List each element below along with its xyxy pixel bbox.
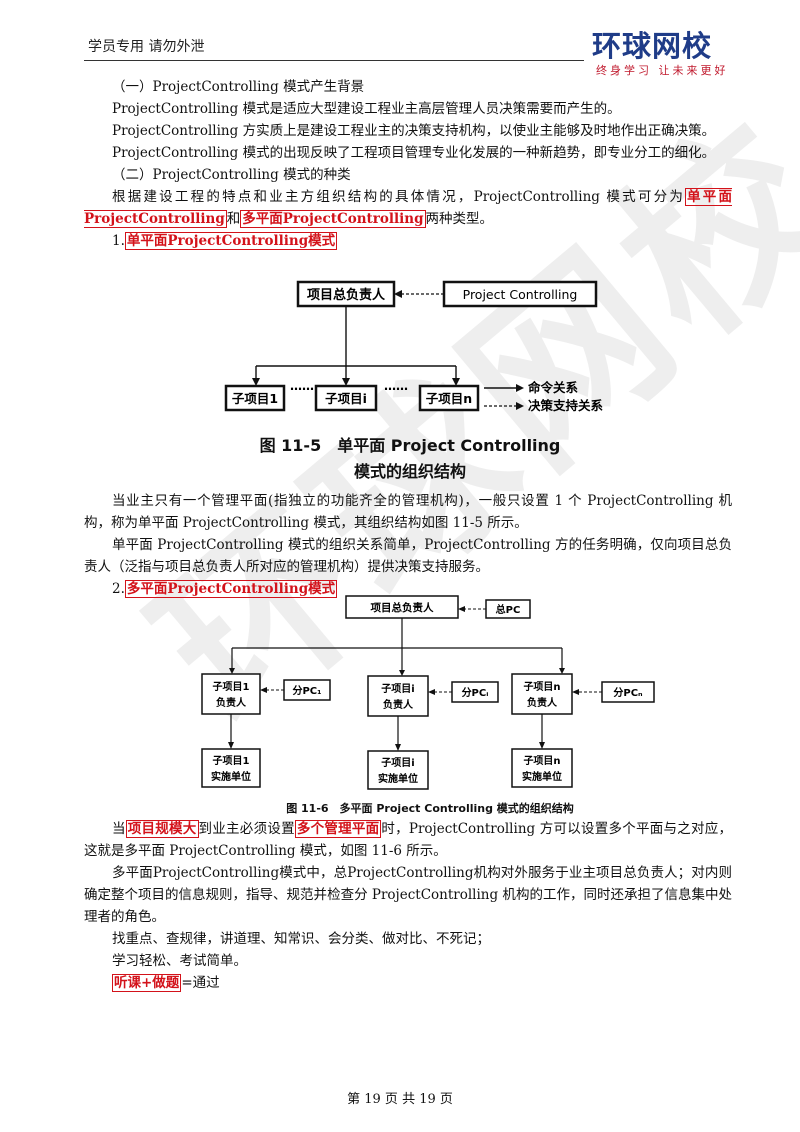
text: 根据建设工程的特点和业主方组织结构的具体情况，ProjectControllin… xyxy=(112,189,686,205)
unit-1-label: 实施单位 xyxy=(211,770,251,783)
paragraph: 多平面ProjectControlling模式中，总ProjectControl… xyxy=(84,865,732,925)
section-1-title: （一）ProjectControlling 模式产生背景 xyxy=(112,79,365,95)
figure-11-5-caption-1: 图 11-5 单平面 Project Controlling xyxy=(259,436,561,455)
sub-manager-i-label: 子项目i xyxy=(381,683,414,695)
top-box-label: 项目总负责人 xyxy=(307,287,386,303)
unit-n-box xyxy=(511,748,573,788)
item-number: 1. xyxy=(112,233,125,249)
sub-box-1-label: 子项目1 xyxy=(232,391,278,406)
paragraph: ProjectControlling 方实质上是建设工程业主的决策支持机构，以使… xyxy=(112,123,716,139)
header-divider xyxy=(84,60,584,61)
unit-n-label: 实施单位 xyxy=(522,770,562,783)
sub-manager-1-label: 负责人 xyxy=(216,696,247,709)
legend-command: 命令关系 xyxy=(527,380,579,395)
highlight-large-scale: 项目规模大 xyxy=(125,820,199,838)
paragraph-multi-plane: 当项目规模大到业主必须设置多个管理平面时，ProjectControlling … xyxy=(84,818,732,862)
unit-i-box xyxy=(367,750,429,790)
item-2-title: 多平面ProjectControlling模式 xyxy=(124,580,338,598)
ellipsis: …… xyxy=(384,379,408,393)
section-multi-plane: 当项目规模大到业主必须设置多个管理平面时，ProjectControlling … xyxy=(84,818,732,994)
sub-manager-1-box xyxy=(201,673,261,715)
total-pc-label: 总PC xyxy=(496,603,521,616)
text: =通过 xyxy=(181,975,220,991)
page-number: 第 19 页 共 19 页 xyxy=(347,1092,453,1107)
item-number: 2. xyxy=(112,581,125,597)
brand-logo: 环球网校 终身学习 让未来更好 xyxy=(592,30,742,78)
paragraph: 单平面 ProjectControlling 模式的组织关系简单，Project… xyxy=(84,537,732,575)
sub-box-i-label: 子项目i xyxy=(325,391,367,406)
sub-manager-n-label: 负责人 xyxy=(527,696,558,709)
unit-i-label: 子项目i xyxy=(381,757,414,769)
sub-box-i xyxy=(314,384,378,412)
sub-box-n-label: 子项目n xyxy=(426,391,472,406)
item-1-heading: 1.单平面ProjectControlling模式 xyxy=(84,230,732,252)
sub-manager-n-box xyxy=(511,673,573,715)
logo-title: 环球网校 xyxy=(592,29,713,63)
highlight-single-plane: 单平面ProjectControlling xyxy=(84,188,732,228)
pc-box-label: Project Controlling xyxy=(463,287,578,302)
pc-n-label: 分PCₙ xyxy=(613,686,643,699)
sub-manager-i-box xyxy=(367,675,429,717)
text: 到业主必须设置 xyxy=(198,821,295,837)
pc-1-label: 分PC₁ xyxy=(292,684,321,697)
unit-1-box xyxy=(201,748,261,788)
ellipsis: …… xyxy=(290,379,314,393)
unit-i-label: 实施单位 xyxy=(378,772,418,785)
figure-11-5-caption-2: 模式的组织结构 xyxy=(353,462,466,481)
sub-manager-i-label: 负责人 xyxy=(383,698,414,711)
item-1-title: 单平面ProjectControlling模式 xyxy=(124,232,338,250)
section-1: （一）ProjectControlling 模式产生背景 ProjectCont… xyxy=(84,76,732,252)
figure-11-6-diagram: 项目总负责人 总PC 子项目1 负责人 分PC₁ 子项目i 负责人 分PCᵢ 子… xyxy=(201,595,655,790)
highlight-multiple-planes: 多个管理平面 xyxy=(294,820,382,838)
header-text: 学员专用 请勿外泄 xyxy=(88,39,205,55)
figure-11-6-caption: 图 11-6 多平面 Project Controlling 模式的组织结构 xyxy=(286,802,574,815)
text: 时，ProjectControlling 方可以设置多个平面与之对应，这就是多平… xyxy=(84,821,733,859)
section-2-title: （二）ProjectControlling 模式的种类 xyxy=(112,167,351,183)
logo-slogan: 终身学习 让未来更好 xyxy=(596,64,729,77)
study-tip: 学习轻松、考试简单。 xyxy=(112,953,247,969)
figure-11-5-diagram: 项目总负责人 Project Controlling 子项目1 …… 子项目i … xyxy=(224,280,604,413)
unit-n-label: 子项目n xyxy=(523,755,560,767)
paragraph: 当业主只有一个管理平面(指独立的功能齐全的管理机构)，一般只设置 1 个 Pro… xyxy=(84,493,732,531)
legend-decision: 决策支持关系 xyxy=(528,398,604,413)
item-2-heading: 2.多平面ProjectControlling模式 xyxy=(84,578,732,600)
sub-manager-n-label: 子项目n xyxy=(523,681,560,693)
arrow-head xyxy=(394,290,402,298)
paragraph: ProjectControlling 模式是适应大型建设工程业主高层管理人员决策… xyxy=(112,101,621,117)
unit-1-label: 子项目1 xyxy=(213,755,250,767)
highlight-multi-plane: 多平面ProjectControlling xyxy=(240,210,426,228)
section-single-plane: 当业主只有一个管理平面(指独立的功能齐全的管理机构)，一般只设置 1 个 Pro… xyxy=(84,490,732,600)
text: 两种类型。 xyxy=(425,211,494,227)
pc-i-label: 分PCᵢ xyxy=(462,686,489,699)
sub-manager-1-label: 子项目1 xyxy=(213,681,250,693)
highlight-motto: 听课+做题 xyxy=(112,974,182,992)
text: 当 xyxy=(112,821,126,837)
paragraph-types: 根据建设工程的特点和业主方组织结构的具体情况，ProjectControllin… xyxy=(84,186,732,230)
top-box-label: 项目总负责人 xyxy=(371,601,434,614)
sub-box-n xyxy=(418,384,480,412)
sub-box-1 xyxy=(224,384,286,412)
study-tip: 找重点、查规律，讲道理、知常识、会分类、做对比、不死记； xyxy=(112,931,490,947)
study-motto: 听课+做题=通过 xyxy=(84,972,732,994)
text: 和 xyxy=(226,211,241,227)
paragraph: ProjectControlling 模式的出现反映了工程项目管理专业化发展的一… xyxy=(112,145,716,161)
